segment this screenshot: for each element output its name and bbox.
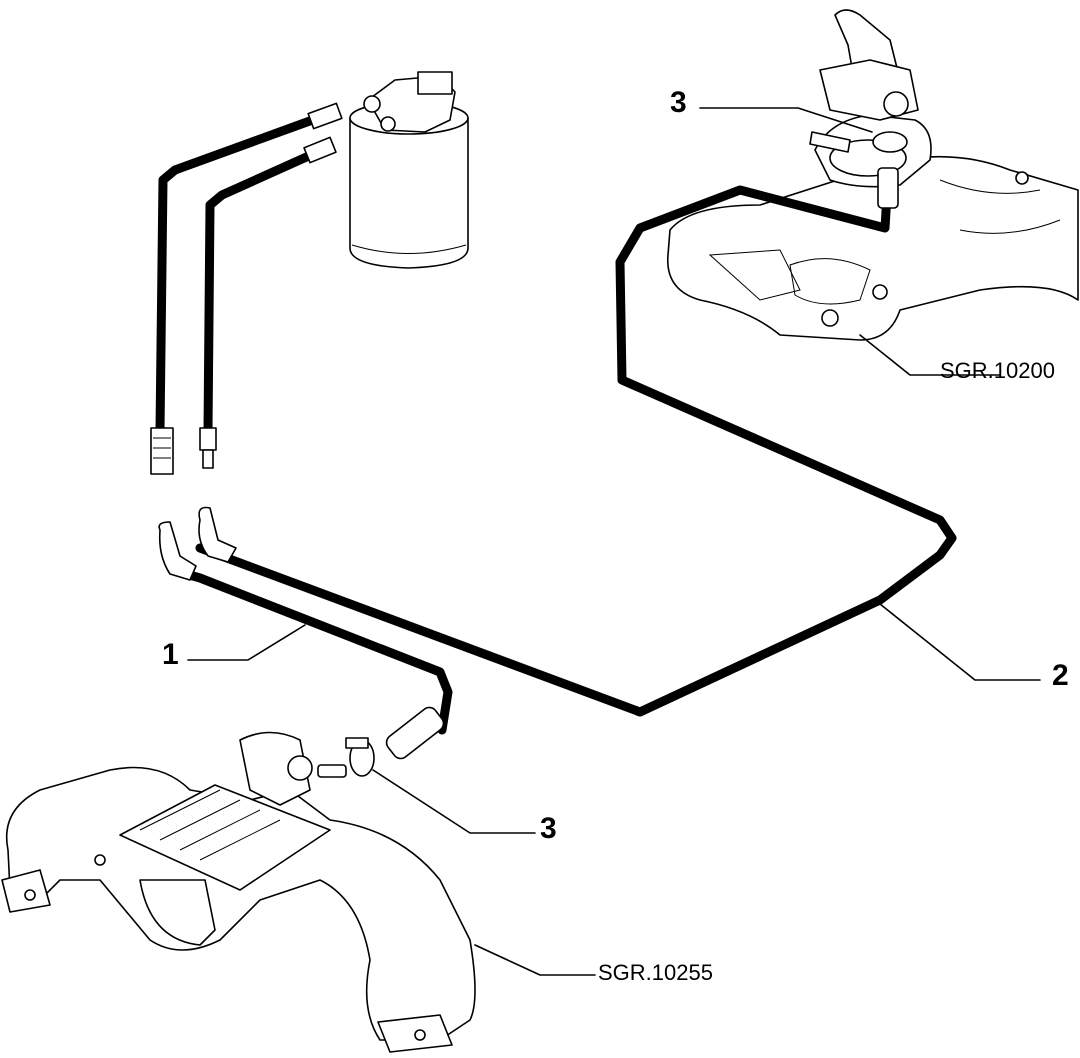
pipe-2 <box>195 167 957 717</box>
upper-manifold <box>667 9 1079 341</box>
canister-filter <box>349 71 469 269</box>
callout-3-bottom: 3 <box>540 812 557 845</box>
callout-3-top: 3 <box>670 86 687 119</box>
upper-fuel-lines <box>150 102 343 475</box>
leader-lines <box>187 107 1041 976</box>
pipe-1 <box>158 521 453 760</box>
callout-1: 1 <box>162 638 179 671</box>
o-ring-top <box>872 131 908 153</box>
hose-clip-lower <box>345 737 375 777</box>
callout-2: 2 <box>1052 659 1069 692</box>
callout-ref-lower: SGR.10255 <box>598 960 713 985</box>
callout-ref-upper: SGR.10200 <box>940 358 1055 383</box>
lower-intake-manifold <box>1 731 476 1053</box>
